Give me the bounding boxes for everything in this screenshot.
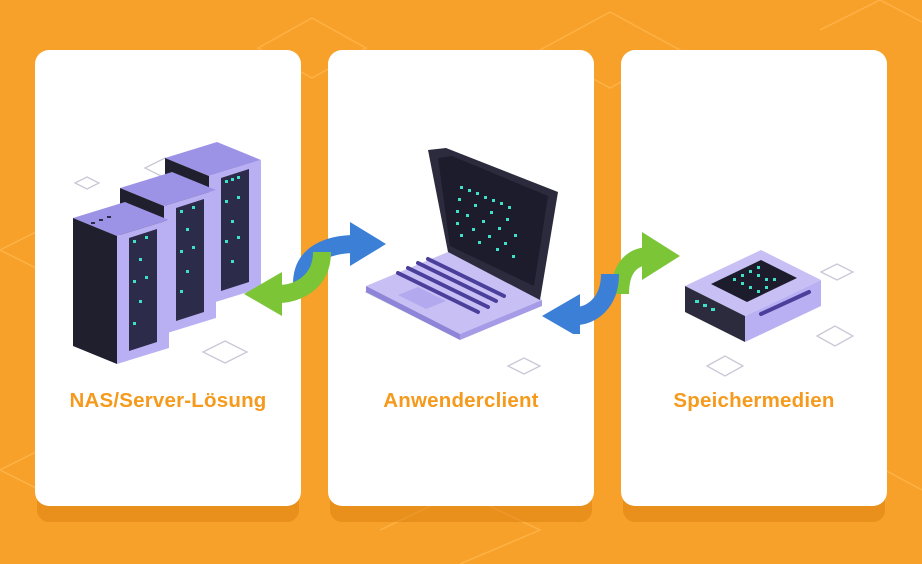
card-client: Anwenderclient: [328, 50, 594, 506]
card-label-storage: Speichermedien: [673, 389, 835, 412]
card-label-client: Anwenderclient: [383, 389, 539, 412]
storage-drive-icon: [685, 250, 855, 377]
server-rack-icon: [73, 142, 261, 364]
card-storage: Speichermedien: [621, 50, 887, 506]
card-label-nas: NAS/Server-Lösung: [69, 389, 267, 412]
laptop-icon: [364, 148, 558, 375]
bidirectional-arrow-client-storage: [542, 232, 680, 334]
bidirectional-arrow-nas-client: [244, 222, 386, 316]
card-nas-server: NAS/Server-Lösung: [35, 50, 301, 506]
